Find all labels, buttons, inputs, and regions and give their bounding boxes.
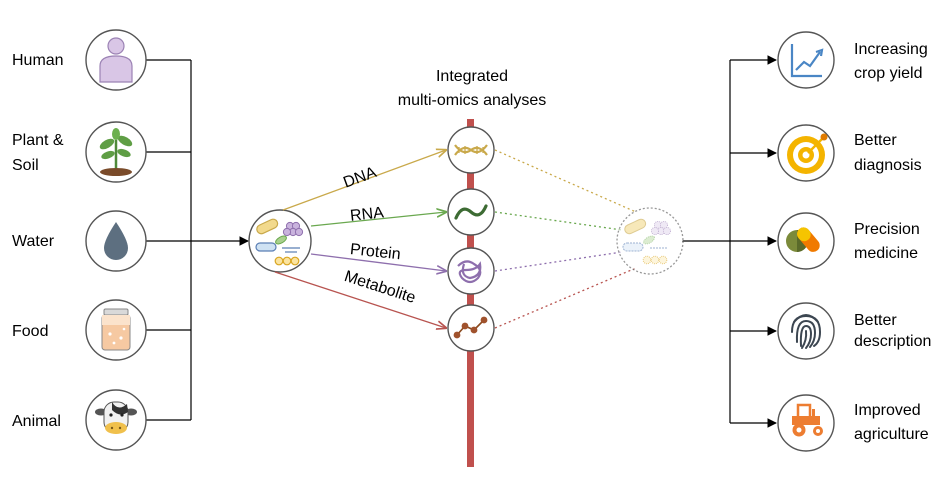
pills-icon <box>777 212 835 270</box>
cow-icon <box>85 389 147 451</box>
water-drop-icon <box>85 210 147 272</box>
target-icon <box>777 124 835 182</box>
protein-merge-line <box>494 251 623 272</box>
metabolite-icon <box>447 304 495 352</box>
rna-merge-line <box>494 211 623 231</box>
outcome-label-precision: Precision <box>854 221 920 238</box>
person-icon <box>85 29 147 91</box>
outcome-label-medicine: medicine <box>854 245 918 262</box>
source-label-plant: Plant & <box>12 132 64 149</box>
metabolite-merge-line <box>494 267 637 329</box>
source-label-human: Human <box>12 52 64 69</box>
outcome-label-agriculture: agriculture <box>854 426 929 443</box>
outcome-label-diagnosis: diagnosis <box>854 157 922 174</box>
omics-label-dna: DNA <box>341 164 379 192</box>
plant-icon <box>85 121 147 183</box>
outcome-connector <box>682 55 777 428</box>
protein-icon <box>447 247 495 295</box>
rna-icon <box>447 188 495 236</box>
outcome-label-description: description <box>854 333 931 350</box>
source-label-soil: Soil <box>12 157 39 174</box>
growth-chart-icon <box>777 31 835 89</box>
outcome-label-better-2: Better <box>854 312 897 329</box>
source-label-water: Water <box>12 233 55 250</box>
food-jar-icon <box>85 299 147 361</box>
omics-label-metabolite: Metabolite <box>342 268 418 307</box>
dna-merge-line <box>494 149 637 213</box>
outcome-label-increasing: Increasing <box>854 41 928 58</box>
omics-label-rna: RNA <box>349 204 385 224</box>
outcome-label-better: Better <box>854 132 897 149</box>
title-line-1: Integrated <box>436 68 508 85</box>
integrated-community-icon <box>616 207 684 275</box>
omics-label-protein: Protein <box>349 241 401 263</box>
outcome-label-crop-yield: crop yield <box>854 65 922 82</box>
source-label-food: Food <box>12 323 48 340</box>
dna-arrow <box>282 150 446 211</box>
tractor-icon <box>777 394 835 452</box>
rna-arrow <box>310 212 446 227</box>
metabolite-arrow <box>274 271 446 328</box>
title-line-2: multi-omics analyses <box>398 92 546 109</box>
protein-arrow <box>310 253 446 271</box>
dna-icon <box>447 126 495 174</box>
source-label-animal: Animal <box>12 413 61 430</box>
fingerprint-icon <box>777 302 835 360</box>
outcome-label-improved: Improved <box>854 402 921 419</box>
source-connector <box>146 59 249 421</box>
microbial-community-icon <box>248 209 312 273</box>
